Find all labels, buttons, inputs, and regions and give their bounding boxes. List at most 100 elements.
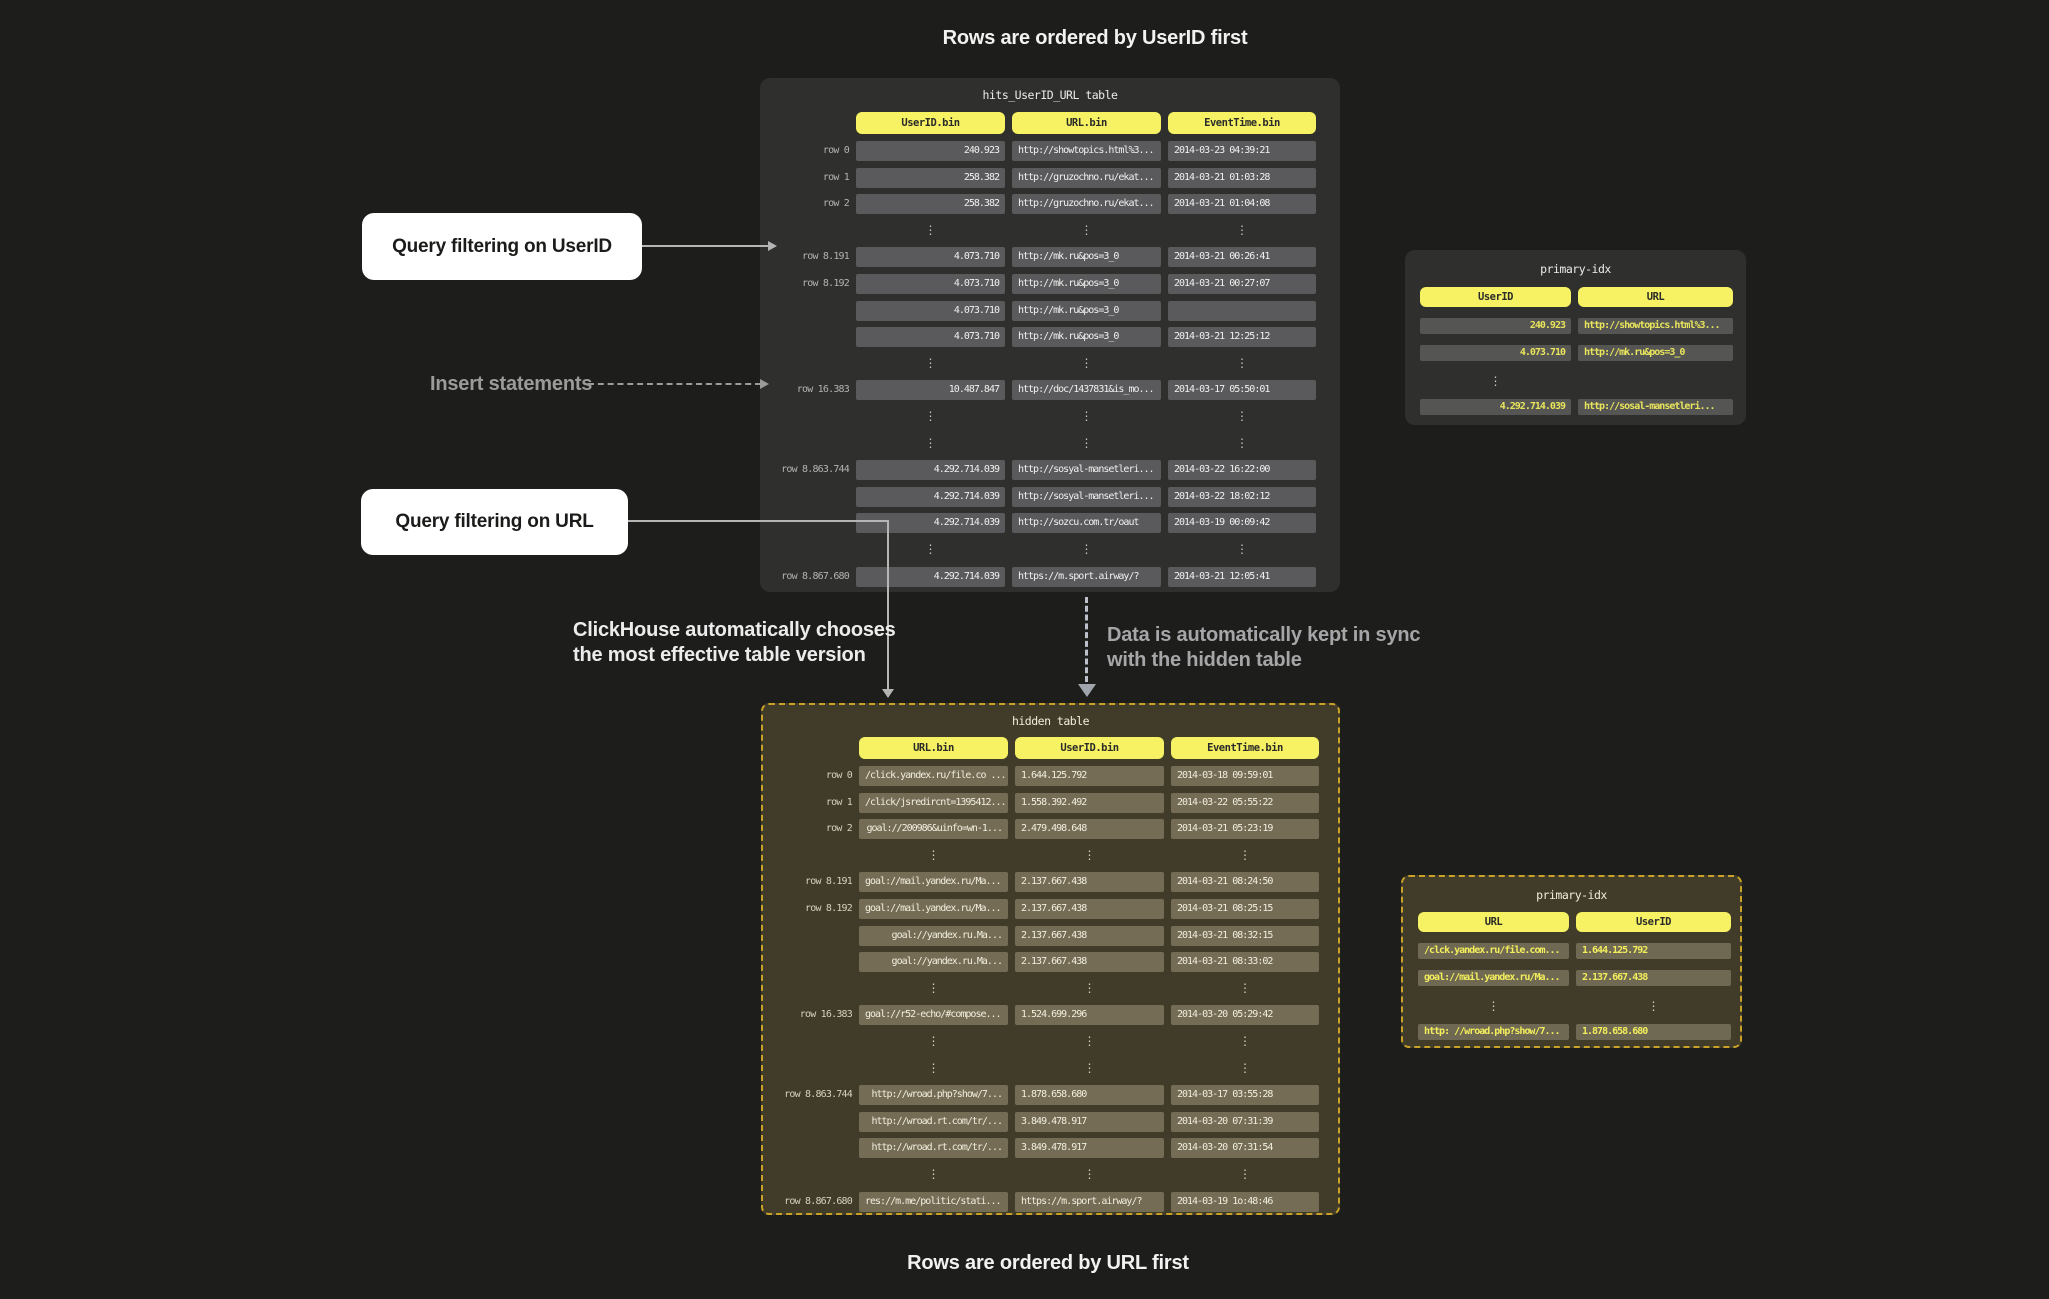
- table-cell: res://m.me/politic/stati...: [859, 1191, 1008, 1212]
- dots-row: ⋮⋮⋮: [773, 434, 1316, 454]
- column-header: EventTime.bin: [1168, 112, 1316, 134]
- dots-row: ⋮⋮⋮: [776, 1032, 1314, 1052]
- row-label: row 8.192: [805, 902, 853, 914]
- table-cell: 2014-03-22 05:55:22: [1171, 792, 1319, 813]
- table-cell: [1168, 300, 1316, 321]
- table-cell: 2014-03-21 01:04:08: [1168, 194, 1316, 215]
- sync-line1: Data is automatically kept in sync: [1107, 624, 1421, 646]
- vertical-ellipsis-icon: ⋮: [924, 222, 937, 237]
- vertical-ellipsis-icon: ⋮: [1080, 355, 1093, 370]
- table-cell: http: //wroad.php?show/7...: [1418, 1024, 1569, 1040]
- table-cell: 258.382: [856, 167, 1005, 188]
- table-cell: https://m.sport.airway/?: [1012, 566, 1161, 587]
- table-cell: 2014-03-21 08:24:50: [1171, 872, 1319, 893]
- vertical-ellipsis-icon: ⋮: [1236, 435, 1248, 450]
- column-header: URL: [1578, 287, 1733, 307]
- table-row: row 0/click.yandex.ru/file.co ...1.644.1…: [776, 766, 1319, 786]
- table-cell: 2014-03-19 1o:48:46: [1171, 1191, 1319, 1212]
- vertical-ellipsis-icon: ⋮: [1489, 374, 1502, 388]
- table-title: hidden table: [1011, 714, 1090, 728]
- table-cell: 2014-03-21 08:32:15: [1171, 925, 1319, 946]
- row-label: row 16.383: [799, 1009, 853, 1021]
- row-label: [776, 1032, 852, 1052]
- row-label: row 8.863.744: [784, 1089, 853, 1101]
- vertical-ellipsis-icon: ⋮: [924, 435, 937, 450]
- vertical-ellipsis-icon: ⋮: [927, 1060, 940, 1075]
- column-header: URL.bin: [859, 737, 1008, 759]
- table-cell: 4.292.714.039: [856, 486, 1005, 507]
- vertical-ellipsis-icon: ⋮: [927, 847, 940, 862]
- sync-note: Data is automatically kept in sync with …: [1107, 623, 1421, 673]
- table-cell: 2014-03-20 07:31:39: [1171, 1111, 1319, 1132]
- table-cell: 4.292.714.039: [856, 566, 1005, 587]
- table-cell: http://mk.ru&pos=3_0: [1012, 300, 1161, 321]
- row-label: row 16.383: [796, 384, 850, 396]
- row-label: row 8.191: [805, 876, 853, 888]
- row-label: row 8.867.680: [784, 1195, 853, 1207]
- table-cell: 1.644.125.792: [1576, 943, 1731, 959]
- table-cell: 2014-03-21 05:23:19: [1171, 819, 1319, 840]
- vertical-ellipsis-icon: ⋮: [1239, 1033, 1251, 1048]
- table-cell: 4.292.714.039: [856, 513, 1005, 534]
- column-header: UserID: [1420, 287, 1571, 307]
- auto-choose-line2: the most effective table version: [573, 644, 866, 666]
- table-cell: 4.073.710: [1420, 345, 1571, 361]
- row-label: row 1: [825, 796, 853, 808]
- insert-statements-arrowhead-icon: [760, 379, 769, 389]
- vertical-ellipsis-icon: ⋮: [927, 980, 940, 995]
- dots-row: ⋮⋮⋮: [773, 540, 1316, 560]
- table-cell: http://sosyal-mansetleri...: [1012, 486, 1161, 507]
- query-userid-arrowhead-icon: [768, 241, 777, 251]
- vertical-ellipsis-icon: ⋮: [1239, 1166, 1251, 1181]
- query-userid-arrow-line: [642, 245, 770, 247]
- vertical-ellipsis-icon: ⋮: [1236, 355, 1248, 370]
- table-cell: 3.849.478.917: [1015, 1138, 1164, 1159]
- table-title: hits_UserID_URL table: [982, 88, 1118, 102]
- row-label: row 8.863.744: [781, 464, 850, 476]
- table-cell: 2.137.667.438: [1015, 952, 1164, 973]
- vertical-ellipsis-icon: ⋮: [927, 1033, 940, 1048]
- table-cell: /click.yandex.ru/file.co ...: [859, 766, 1008, 786]
- table-row: row 1/click/jsredircnt=1395412...1.558.3…: [776, 792, 1319, 813]
- table-cell: http://sosyal-mansetleri...: [1012, 460, 1161, 481]
- row-label-spacer: [773, 112, 849, 134]
- auto-choose-line1: ClickHouse automatically chooses: [573, 619, 896, 641]
- table-cell: 2014-03-20 07:31:54: [1171, 1138, 1319, 1159]
- row-label-spacer: [776, 737, 852, 759]
- table-cell: goal://mail.yandex.ru/Ma...: [1418, 970, 1569, 986]
- row-label: [776, 1138, 852, 1158]
- sync-line2: with the hidden table: [1107, 649, 1302, 671]
- dots-row: ⋮⋮⋮: [776, 1165, 1314, 1185]
- table-cell: 2014-03-23 04:39:21: [1168, 141, 1316, 161]
- table-cell: 4.292.714.039: [856, 460, 1005, 481]
- table-cell: http://gruzochno.ru/ekat...: [1012, 167, 1161, 188]
- row-label: [776, 1059, 852, 1079]
- row-label: row 0: [822, 145, 850, 156]
- table-cell: http://wroad.rt.com/tr/...: [859, 1111, 1008, 1132]
- row-label: [776, 1112, 852, 1132]
- table-cell: 2014-03-19 00:09:42: [1168, 513, 1316, 534]
- table-cell: 1.644.125.792: [1015, 766, 1164, 786]
- row-label: row 8.192: [802, 277, 850, 289]
- vertical-ellipsis-icon: ⋮: [1487, 999, 1500, 1013]
- dots-row: ⋮⋮: [1418, 997, 1725, 1013]
- vertical-ellipsis-icon: ⋮: [1236, 222, 1248, 237]
- table-cell: http://mk.ru&pos=3_0: [1578, 345, 1733, 361]
- table-cell: /click/jsredircnt=1395412...: [859, 792, 1008, 813]
